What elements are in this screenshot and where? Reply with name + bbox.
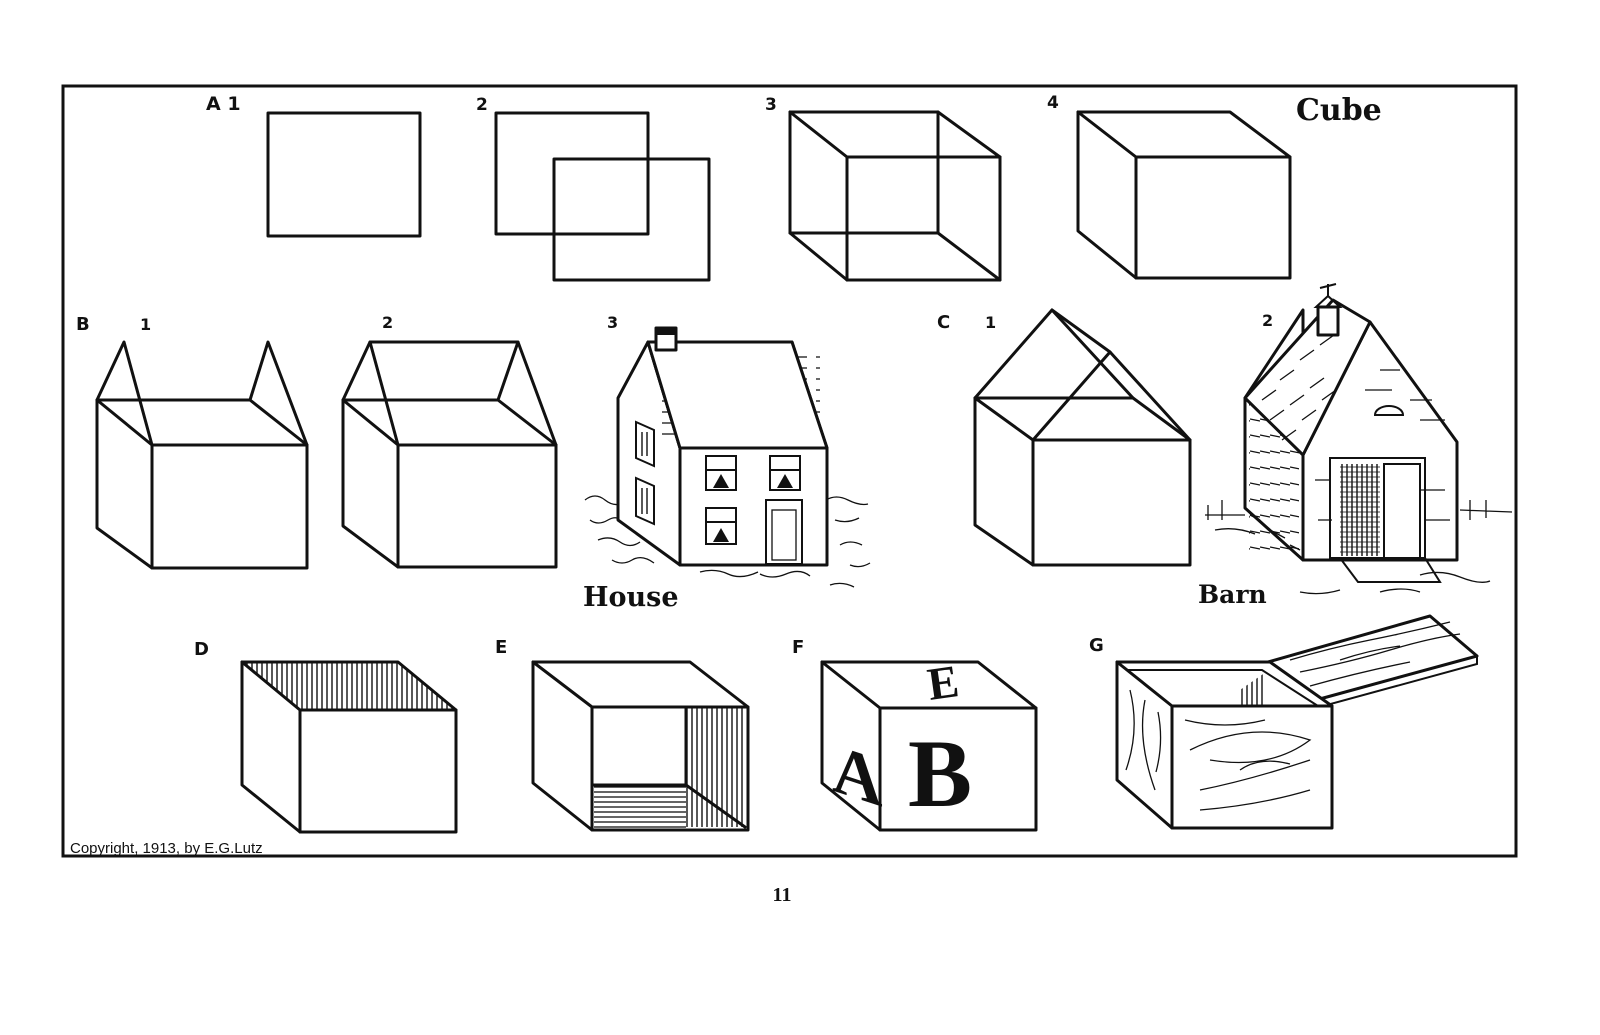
label-a3: 3 xyxy=(765,95,777,115)
figure-d-open-box xyxy=(240,660,458,834)
label-a2: 2 xyxy=(476,95,488,115)
block-letter-e: E xyxy=(924,655,961,710)
figure-a1-square xyxy=(266,111,422,238)
figure-b3-house xyxy=(584,326,871,588)
figure-b2-cube-roof xyxy=(341,340,558,569)
figure-b1-cube-gables xyxy=(95,340,309,570)
figure-e-hollow-box xyxy=(531,660,750,832)
figure-g-wooden-box xyxy=(1115,614,1479,830)
label-c1: 1 xyxy=(985,313,996,332)
figure-a2-overlap-squares xyxy=(494,111,711,282)
figure-a3-wireframe-cube xyxy=(788,110,1002,282)
label-b: B xyxy=(76,314,90,335)
house-caption: House xyxy=(583,582,679,613)
cube-title: Cube xyxy=(1296,93,1382,128)
label-b3: 3 xyxy=(607,313,618,332)
label-a1: A 1 xyxy=(206,93,241,115)
figure-f-letter-block: E A B xyxy=(820,655,1038,832)
label-b1: 1 xyxy=(140,315,151,334)
label-b2: 2 xyxy=(382,313,393,332)
label-a4: 4 xyxy=(1047,93,1059,113)
barn-caption: Barn xyxy=(1198,580,1267,609)
plate-border xyxy=(61,84,1518,858)
label-g: G xyxy=(1089,635,1104,656)
block-letter-b: B xyxy=(908,720,972,827)
page-number: 11 xyxy=(773,884,792,906)
figure-c1-cube-front-gable xyxy=(973,308,1192,567)
label-e: E xyxy=(495,637,507,658)
label-c2: 2 xyxy=(1262,311,1273,330)
copyright-notice: Copyright, 1913, by E.G.Lutz xyxy=(70,840,263,857)
label-f: F xyxy=(792,637,804,658)
figure-c2-barn xyxy=(1205,283,1513,595)
block-letter-a: A xyxy=(832,728,883,822)
label-c: C xyxy=(937,312,950,333)
label-d: D xyxy=(194,639,209,660)
figure-a4-solid-cube xyxy=(1076,110,1292,280)
